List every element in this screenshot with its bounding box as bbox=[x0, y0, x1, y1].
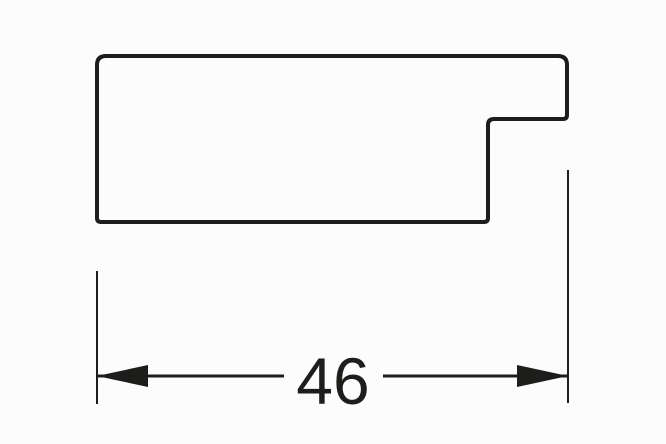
arrowhead-left-icon bbox=[97, 365, 148, 387]
dimension-label: 46 bbox=[296, 344, 369, 418]
arrowhead-right-icon bbox=[517, 365, 568, 387]
dimension-annotation: 46 bbox=[96, 170, 569, 418]
moulding-profile-outline bbox=[95, 54, 569, 224]
